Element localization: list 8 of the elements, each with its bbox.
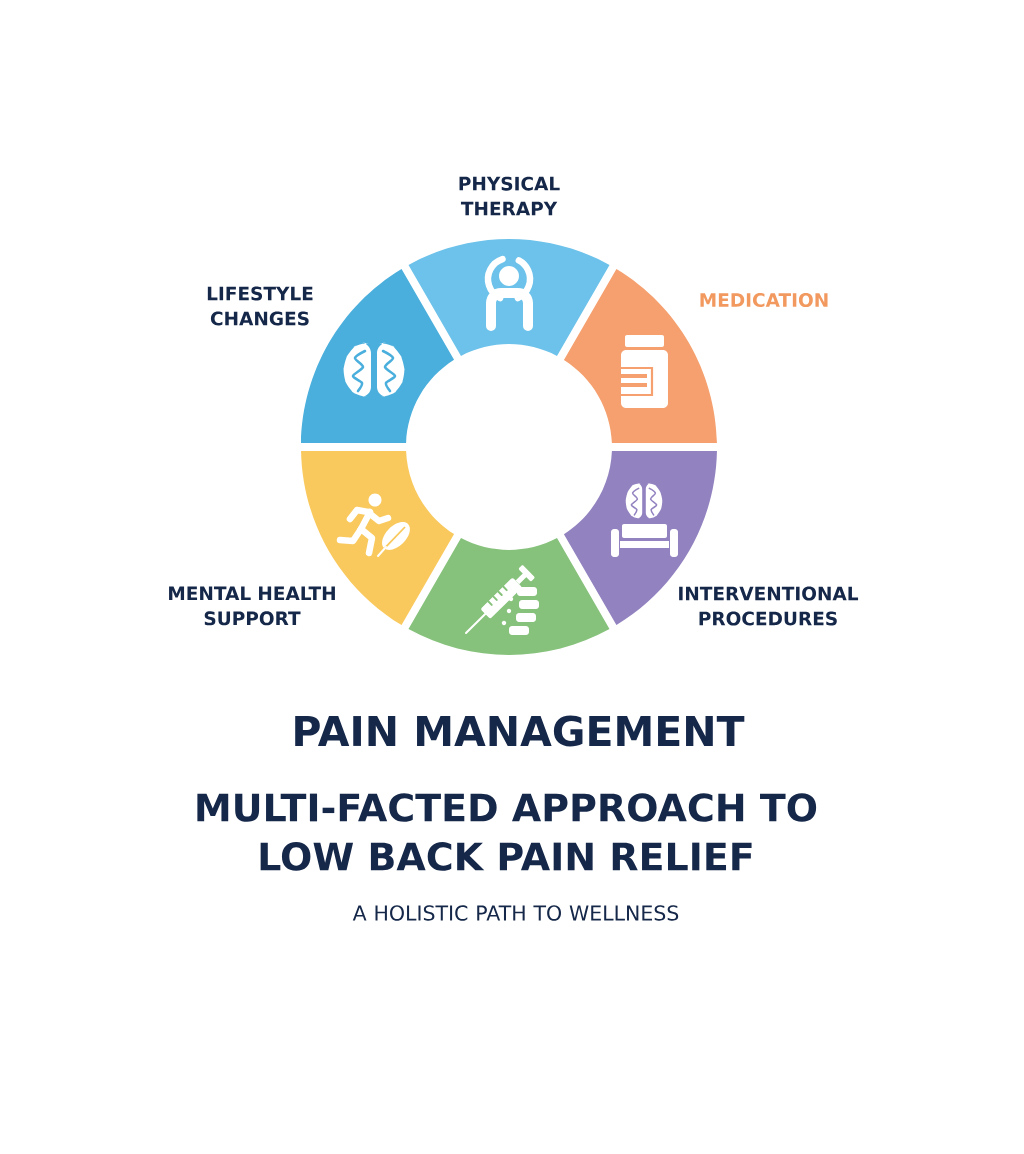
title: PAIN MANAGEMENT [295, 715, 745, 747]
segment-label: PHYSICAL THERAPY [459, 176, 560, 216]
heading: MULTI-FACTED APPROACH TO LOW BACK PAIN RELIEF [197, 793, 817, 871]
subtitle: A HOLISTIC PATH TO WELLNESS [352, 905, 679, 921]
segment-label: LIFESTYLE CHANGES [207, 286, 313, 326]
segment-label: INTERVENTIONAL PROCEDURES [679, 586, 859, 626]
segment-label: MEDICATION [700, 293, 828, 307]
segment-label: MENTAL HEALTH SUPPORT [169, 586, 335, 626]
